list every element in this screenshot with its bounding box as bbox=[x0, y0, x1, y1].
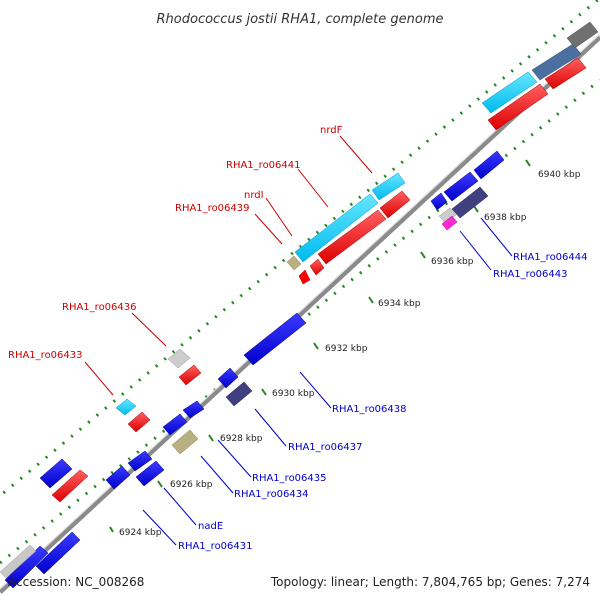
tick-mark bbox=[157, 480, 163, 488]
label-nade[interactable]: nadE bbox=[198, 521, 223, 532]
gene-ro06437[interactable] bbox=[225, 381, 253, 407]
tick-mark bbox=[420, 251, 426, 259]
callout-line-nrdf bbox=[339, 135, 373, 174]
gene-ro06431b[interactable] bbox=[127, 450, 153, 472]
tick-mark bbox=[109, 526, 114, 533]
cds-ro06436[interactable] bbox=[178, 364, 202, 386]
gene-ro06443[interactable] bbox=[441, 215, 458, 231]
cds-forward-left[interactable] bbox=[51, 469, 89, 503]
genome-backbone bbox=[0, 35, 600, 594]
gene-ro06434[interactable] bbox=[162, 413, 188, 436]
callout-line-ro06444 bbox=[480, 217, 513, 257]
cds-upper-right-1[interactable] bbox=[487, 83, 549, 131]
label-ro06434[interactable]: RHA1_ro06434 bbox=[234, 489, 309, 500]
callout-line-ro06437 bbox=[254, 408, 287, 447]
label-nrdf[interactable]: nrdF bbox=[320, 125, 343, 136]
gene-cyan-upper-right[interactable] bbox=[481, 71, 538, 114]
gene-grey-lower-left[interactable] bbox=[0, 544, 37, 579]
reverse-strand-features bbox=[0, 150, 505, 589]
gene-ro06433[interactable] bbox=[115, 398, 137, 416]
gene-ro06435[interactable] bbox=[171, 429, 199, 455]
tick-label: 6936 kbp bbox=[431, 257, 474, 267]
cds-ro06433[interactable] bbox=[127, 411, 151, 433]
callout-line-ro06434 bbox=[200, 455, 234, 494]
tick-label: 6924 kbp bbox=[119, 528, 162, 538]
label-ro06444[interactable]: RHA1_ro06444 bbox=[513, 252, 588, 263]
callout-line-nrdi bbox=[265, 197, 293, 237]
tick-mark bbox=[473, 205, 479, 213]
callout-line-ro06435 bbox=[217, 439, 252, 478]
tick-mark bbox=[525, 159, 531, 167]
cds-nrdi[interactable] bbox=[309, 258, 325, 276]
forward-strand-features bbox=[39, 21, 599, 503]
callout-line-nade bbox=[163, 487, 197, 526]
label-ro06441[interactable]: RHA1_ro06441 bbox=[226, 160, 301, 171]
callout-line-ro06433 bbox=[84, 361, 114, 396]
label-nrdi[interactable]: nrdI bbox=[244, 190, 264, 201]
tick-label: 6926 kbp bbox=[170, 480, 213, 490]
gene-ro06441[interactable] bbox=[294, 193, 379, 263]
label-ro06436[interactable]: RHA1_ro06436 bbox=[62, 302, 137, 313]
tick-label: 6930 kbp bbox=[272, 389, 315, 399]
cds-ro06441[interactable] bbox=[317, 209, 387, 265]
gene-ro06443-grey[interactable] bbox=[438, 207, 457, 224]
gene-ro06430[interactable] bbox=[35, 531, 81, 575]
tick-mark bbox=[261, 388, 267, 396]
callout-lines bbox=[84, 135, 513, 546]
gene-steelblue-upper-right[interactable] bbox=[531, 43, 582, 81]
tick-mark bbox=[368, 296, 374, 304]
accession-text: Accession: NC_008268 bbox=[8, 575, 144, 589]
label-ro06435[interactable]: RHA1_ro06435 bbox=[252, 473, 327, 484]
tick-label: 6928 kbp bbox=[220, 434, 263, 444]
gene-ro06434b[interactable] bbox=[182, 400, 205, 419]
tick-label: 6940 kbp bbox=[538, 170, 581, 180]
callout-line-ro06439 bbox=[254, 213, 283, 245]
gene-ro06437a[interactable] bbox=[217, 367, 239, 389]
gene-ro06438[interactable] bbox=[243, 312, 307, 366]
label-ro06433[interactable]: RHA1_ro06433 bbox=[8, 350, 83, 361]
gene-nrdf[interactable] bbox=[371, 172, 406, 201]
gene-ro06442[interactable] bbox=[430, 192, 448, 211]
topology-text: Topology: linear; Length: 7,804,765 bp; … bbox=[270, 575, 590, 589]
cds-nrdi-small[interactable] bbox=[298, 269, 311, 285]
map-title: Rhodococcus jostii RHA1, complete genome bbox=[157, 12, 444, 27]
forward-gene-labels: RHA1_ro06433 RHA1_ro06436 RHA1_ro06439 n… bbox=[8, 125, 343, 361]
callout-line-ro06436 bbox=[131, 312, 167, 347]
cds-upper-right-2[interactable] bbox=[544, 57, 587, 90]
gene-nade[interactable] bbox=[135, 460, 165, 487]
tick-label: 6938 kbp bbox=[484, 213, 527, 223]
gene-ro06442b[interactable] bbox=[443, 171, 479, 202]
tick-mark bbox=[208, 434, 214, 442]
gene-ro06439[interactable] bbox=[286, 255, 302, 271]
callout-line-ro06443 bbox=[459, 230, 492, 271]
cds-nrdf[interactable] bbox=[379, 190, 411, 219]
gene-ro06431[interactable] bbox=[105, 465, 131, 490]
tick-label: 6934 kbp bbox=[378, 299, 421, 309]
tick-labels: 6924 kbp 6926 kbp 6928 kbp 6930 kbp 6932… bbox=[119, 170, 581, 538]
tick-label: 6932 kbp bbox=[325, 344, 368, 354]
callout-line-ro06438 bbox=[299, 371, 332, 409]
label-ro06439[interactable]: RHA1_ro06439 bbox=[175, 203, 250, 214]
label-ro06431[interactable]: RHA1_ro06431 bbox=[178, 541, 253, 552]
label-ro06437[interactable]: RHA1_ro06437 bbox=[288, 442, 363, 453]
gene-ro06436[interactable] bbox=[167, 348, 191, 369]
gene-grey-upper-right[interactable] bbox=[566, 21, 599, 49]
callout-line-ro06441 bbox=[297, 168, 329, 208]
gene-ro06443b[interactable] bbox=[473, 150, 505, 180]
reverse-gene-labels: RHA1_ro06431 nadE RHA1_ro06434 RHA1_ro06… bbox=[178, 252, 588, 552]
callout-line-ro06431 bbox=[142, 509, 177, 546]
gene-ro06444[interactable] bbox=[451, 186, 489, 219]
tick-mark bbox=[313, 342, 319, 350]
tick-marks bbox=[109, 159, 531, 533]
label-ro06443[interactable]: RHA1_ro06443 bbox=[493, 269, 568, 280]
label-ro06438[interactable]: RHA1_ro06438 bbox=[332, 404, 407, 415]
gene-reverse-upper-left[interactable] bbox=[39, 458, 73, 489]
